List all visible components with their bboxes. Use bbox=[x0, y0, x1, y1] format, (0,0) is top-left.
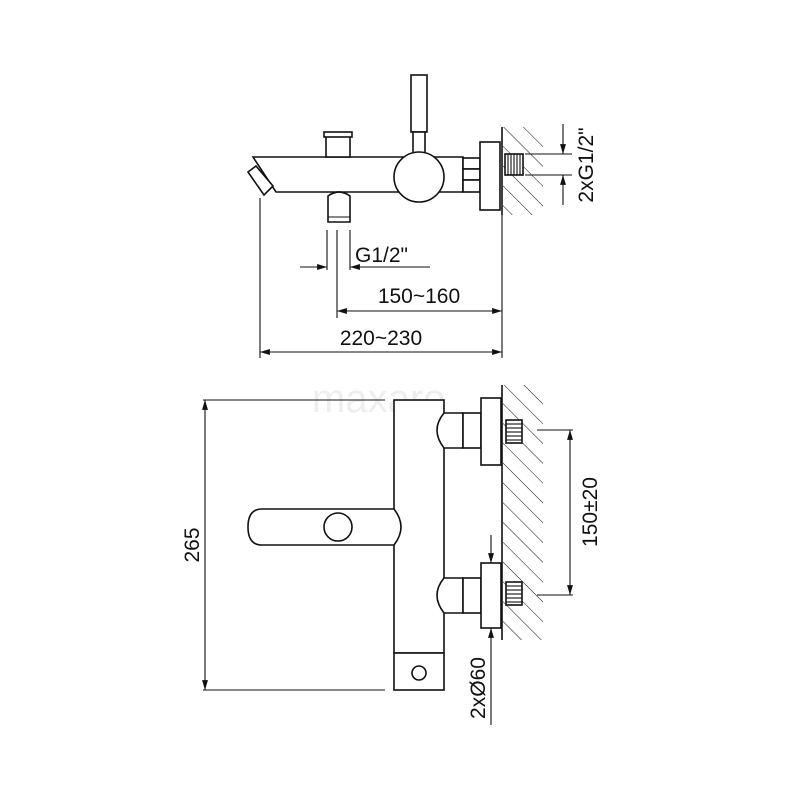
connector-block-3 bbox=[462, 179, 481, 193]
diverter-knob bbox=[325, 135, 351, 158]
upper-cap bbox=[436, 412, 464, 449]
mixer-body-circle bbox=[393, 151, 445, 203]
lower-nut bbox=[462, 577, 482, 614]
spout-tip bbox=[246, 164, 275, 197]
diverter-button bbox=[323, 512, 353, 542]
connector-block-1 bbox=[462, 157, 481, 170]
thread-lines-top bbox=[507, 154, 521, 175]
top-view: G1/2" 150~160 220~230 2xG1/2" bbox=[246, 74, 598, 358]
hand-shower bbox=[410, 74, 428, 133]
dim-inlet-thread: G1/2" bbox=[355, 244, 408, 267]
front-view: 265 150±20 2xØ60 bbox=[181, 385, 602, 725]
dimension-lines-front bbox=[202, 399, 573, 725]
dim-center-distance: 150±20 bbox=[579, 477, 602, 547]
hand-shower-neck bbox=[412, 131, 426, 155]
dim-center-to-wall: 150~160 bbox=[378, 285, 460, 308]
upper-flange bbox=[480, 397, 502, 466]
connector-block-2 bbox=[462, 168, 481, 181]
dimension-lines-top bbox=[259, 124, 572, 358]
dim-flange-diameter: 2xØ60 bbox=[467, 657, 490, 719]
dim-total-projection: 220~230 bbox=[340, 327, 422, 350]
upper-nut bbox=[462, 412, 482, 449]
dim-wall-connection: 2xG1/2" bbox=[575, 127, 598, 202]
dim-height: 265 bbox=[181, 527, 204, 562]
outlet-connector bbox=[327, 191, 351, 223]
thread-lines-front bbox=[506, 423, 522, 603]
outlet-circle bbox=[411, 665, 427, 681]
wall-flange-top bbox=[479, 141, 501, 211]
lower-cap bbox=[436, 577, 464, 614]
lower-flange bbox=[480, 562, 502, 629]
diverter-cap bbox=[323, 131, 353, 138]
